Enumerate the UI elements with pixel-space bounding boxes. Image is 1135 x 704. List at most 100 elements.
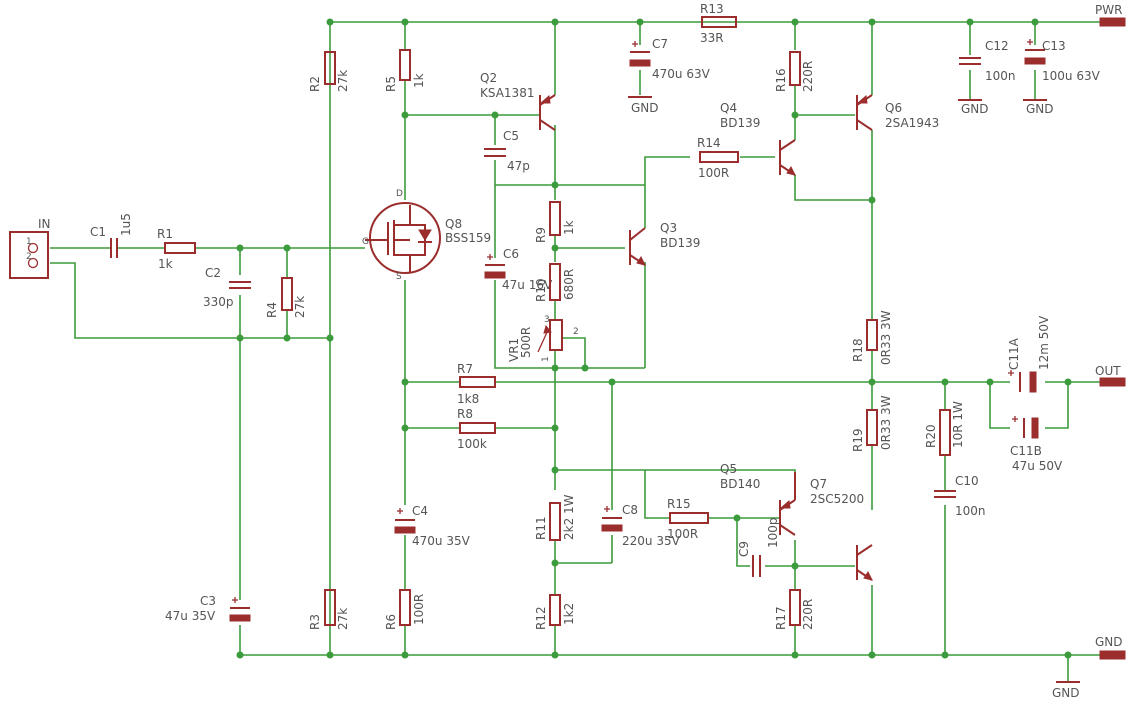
- svg-text:100p: 100p: [766, 517, 780, 548]
- svg-text:100n: 100n: [985, 69, 1016, 83]
- svg-text:Q8: Q8: [445, 217, 462, 231]
- svg-text:33R: 33R: [700, 31, 724, 45]
- svg-text:C13: C13: [1042, 39, 1066, 53]
- svg-text:47u 50V: 47u 50V: [1012, 459, 1063, 473]
- svg-text:BSS159: BSS159: [445, 231, 491, 245]
- gnd-symbol-out: GND: [1052, 681, 1080, 700]
- resistor-r4: R4 27k: [265, 277, 307, 318]
- svg-text:2: 2: [573, 327, 579, 337]
- svg-text:100u 63V: 100u 63V: [1042, 69, 1101, 83]
- transistor-q7: Q7 2SC5200: [794, 472, 873, 581]
- capacitor-c8: C8 220u 35V: [601, 503, 681, 548]
- svg-text:R12: R12: [534, 606, 548, 630]
- capacitor-c6: C6 47u 16V: [484, 247, 553, 292]
- svg-text:R7: R7: [457, 362, 473, 376]
- svg-text:R6: R6: [384, 614, 398, 630]
- transistor-q4: Q4 BD139: [720, 101, 796, 176]
- svg-text:100n: 100n: [955, 504, 986, 518]
- svg-text:680R: 680R: [562, 269, 576, 300]
- svg-text:10R 1W: 10R 1W: [951, 401, 965, 448]
- capacitor-c13: C13 100u 63V: [1024, 39, 1101, 83]
- resistor-r19: R19 0R33 3W: [851, 395, 893, 452]
- capacitor-c5: C5 47p: [484, 129, 530, 173]
- capacitor-c1: C1 1u5: [90, 213, 133, 258]
- resistor-r10: R10 680R: [534, 263, 576, 302]
- resistor-r12: R12 1k2: [534, 594, 576, 630]
- resistor-r5: R5 1k: [384, 49, 426, 92]
- resistor-r9: R9 1k: [534, 201, 576, 243]
- gnd-symbol-c12: GND: [958, 99, 989, 116]
- svg-text:220R: 220R: [801, 599, 815, 630]
- capacitor-c9: C9 100p: [737, 517, 780, 577]
- svg-text:Q6: Q6: [885, 101, 902, 115]
- resistor-r11: R11 2k2 1W: [534, 494, 576, 541]
- svg-text:0R33 3W: 0R33 3W: [879, 395, 893, 450]
- svg-text:BD140: BD140: [720, 477, 760, 491]
- resistor-r6: R6 100R: [384, 589, 426, 630]
- svg-text:1k2: 1k2: [562, 603, 576, 625]
- gnd-symbol-c13: GND: [1023, 99, 1054, 116]
- svg-text:47u 16V: 47u 16V: [502, 278, 553, 292]
- svg-text:R13: R13: [700, 2, 724, 16]
- svg-text:R19: R19: [851, 428, 865, 452]
- svg-text:1k8: 1k8: [457, 392, 479, 406]
- svg-text:C2: C2: [205, 266, 221, 280]
- svg-text:BD139: BD139: [660, 236, 700, 250]
- svg-text:C5: C5: [503, 129, 519, 143]
- svg-text:GND: GND: [961, 102, 989, 116]
- resistor-r3: R3 27k: [308, 589, 350, 630]
- net-label-out: OUT: [1095, 364, 1121, 378]
- svg-text:47p: 47p: [507, 159, 530, 173]
- net-label-pwr: PWR: [1095, 3, 1122, 17]
- capacitor-c11a: C11A 12m 50V: [1007, 315, 1051, 393]
- resistor-r17: R17 220R: [774, 589, 815, 630]
- svg-text:GND: GND: [1052, 686, 1080, 700]
- svg-text:470u 35V: 470u 35V: [412, 534, 471, 548]
- connector-pin2: 2: [26, 252, 32, 262]
- resistor-r18: R18 0R33 3W: [851, 310, 893, 365]
- svg-text:C12: C12: [985, 39, 1009, 53]
- svg-text:1: 1: [541, 356, 551, 362]
- svg-text:C3: C3: [200, 594, 216, 608]
- svg-text:R9: R9: [534, 227, 548, 243]
- svg-text:GND: GND: [1026, 102, 1054, 116]
- svg-text:Q7: Q7: [810, 477, 827, 491]
- svg-text:C8: C8: [622, 503, 638, 517]
- capacitor-c3: C3 47u 35V: [165, 594, 251, 623]
- svg-text:GND: GND: [631, 101, 659, 115]
- junctions: [236, 18, 1072, 659]
- svg-text:C10: C10: [955, 474, 979, 488]
- svg-text:1k: 1k: [412, 73, 426, 88]
- svg-text:Q3: Q3: [660, 221, 677, 235]
- svg-text:R5: R5: [384, 76, 398, 92]
- svg-text:R1: R1: [157, 227, 173, 241]
- svg-text:R16: R16: [774, 68, 788, 92]
- svg-text:Q5: Q5: [720, 462, 737, 476]
- svg-text:2SA1943: 2SA1943: [885, 116, 939, 130]
- svg-text:KSA1381: KSA1381: [480, 86, 534, 100]
- capacitor-c10: C10 100n: [934, 474, 986, 518]
- svg-text:47u 35V: 47u 35V: [165, 609, 216, 623]
- mosfet-q8: D G S Q8 BSS159: [362, 189, 491, 282]
- svg-text:R11: R11: [534, 516, 548, 540]
- svg-text:220R: 220R: [801, 61, 815, 92]
- svg-text:R2: R2: [308, 76, 322, 92]
- resistor-r8: R8 100k: [457, 407, 496, 451]
- svg-text:1k: 1k: [562, 220, 576, 235]
- svg-text:100R: 100R: [412, 594, 426, 625]
- transistor-q6: Q6 2SA1943: [856, 94, 939, 131]
- svg-text:G: G: [362, 237, 369, 247]
- svg-text:100k: 100k: [457, 437, 487, 451]
- capacitor-c4: C4 470u 35V: [394, 504, 471, 548]
- resistor-r2: R2 27k: [308, 51, 350, 92]
- svg-text:R3: R3: [308, 614, 322, 630]
- svg-text:100R: 100R: [698, 166, 729, 180]
- svg-text:1k: 1k: [158, 257, 173, 271]
- svg-text:R10: R10: [534, 278, 548, 302]
- svg-text:27k: 27k: [293, 296, 307, 318]
- svg-text:C11B: C11B: [1010, 444, 1042, 458]
- svg-text:S: S: [396, 272, 402, 282]
- svg-text:12m 50V: 12m 50V: [1037, 315, 1051, 370]
- resistor-r16: R16 220R: [774, 51, 815, 92]
- svg-text:C4: C4: [412, 504, 428, 518]
